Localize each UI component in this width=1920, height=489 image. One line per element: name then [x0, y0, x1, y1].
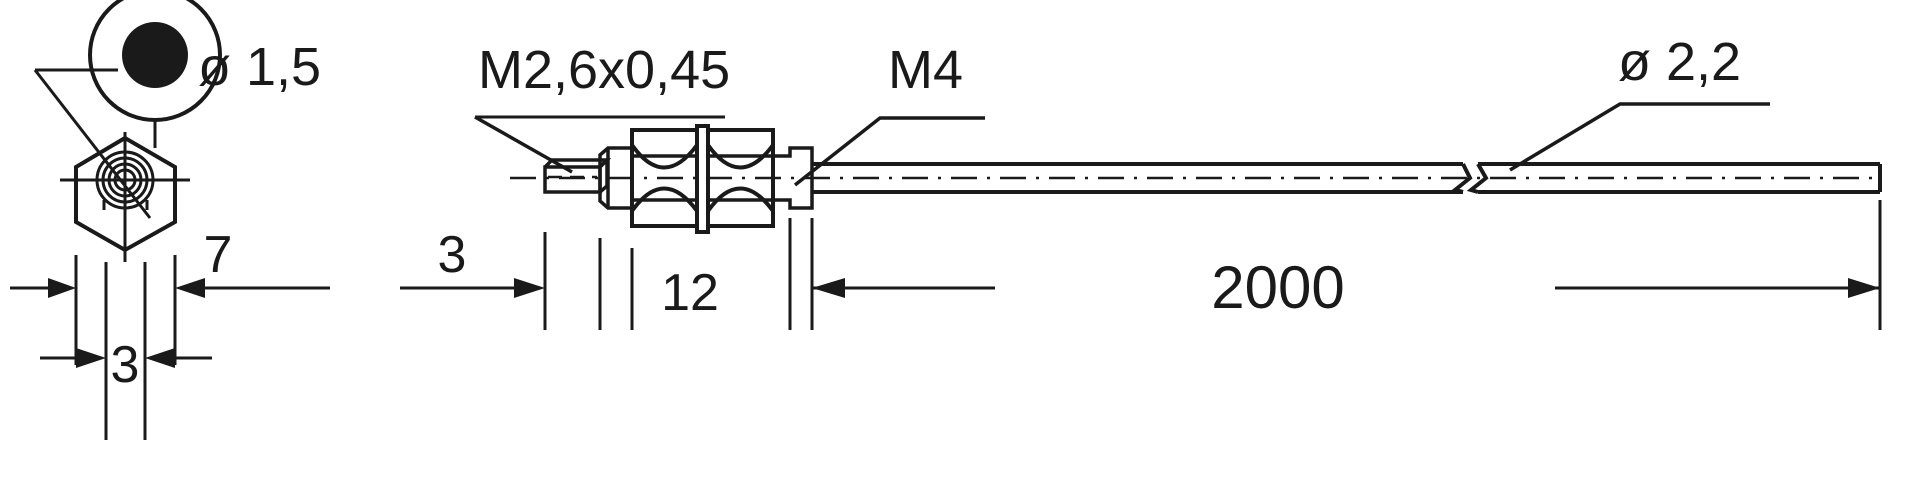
- dimension-3-bore: 3: [40, 336, 212, 394]
- dimension-label-3-bore: 3: [111, 336, 140, 394]
- hex-nut-1: [630, 128, 699, 228]
- dimension-2000: 2000: [812, 254, 1880, 321]
- label-thread-spec: M2,6x0,45: [478, 40, 730, 100]
- nut-spec-leader: [793, 116, 985, 187]
- dimension-label-12: 12: [661, 264, 719, 322]
- cable-segment-right: [1478, 162, 1882, 194]
- cable-diameter-leader: [1509, 102, 1770, 172]
- dim-extension-lines-hex: [74, 255, 177, 440]
- dimension-label-7: 7: [204, 226, 233, 284]
- label-detail-hole-diameter: ø 1,5: [198, 37, 321, 97]
- cable-ferrule: [771, 146, 814, 210]
- dimension-label-2000: 2000: [1211, 254, 1344, 321]
- dimension-12: 12: [661, 264, 719, 322]
- dimension-label-3-tip: 3: [438, 226, 467, 284]
- thread-spec-leader: [474, 115, 725, 174]
- label-cable-diameter: ø 2,2: [1618, 32, 1741, 92]
- dim-extension-lines-assembly: [543, 200, 1882, 330]
- hex-nut-front-view: [60, 132, 190, 262]
- dimension-7: 7: [10, 226, 330, 298]
- cable-break-symbol: [1450, 163, 1489, 194]
- label-nut-spec: M4: [888, 40, 963, 100]
- threaded-tip: [543, 155, 612, 194]
- dimension-3-tip: 3: [400, 226, 545, 298]
- cable-segment-left: [812, 162, 1463, 194]
